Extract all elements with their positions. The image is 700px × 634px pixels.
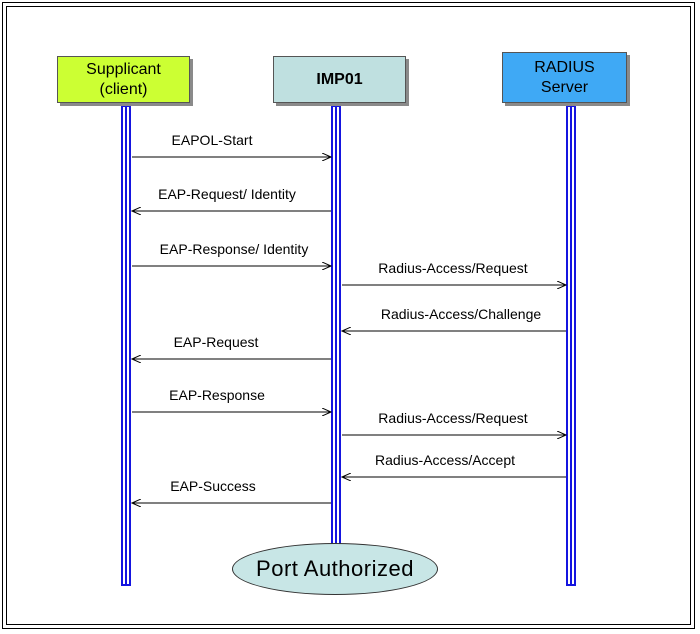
actor-supplicant: Supplicant (client)	[57, 56, 190, 103]
message-label-2: EAP-Request/ Identity	[158, 186, 296, 202]
message-label-6: EAP-Request	[173, 334, 259, 350]
message-label-3: EAP-Response/ Identity	[159, 241, 309, 257]
message-label-1: EAPOL-Start	[171, 132, 253, 148]
lifeline-radius	[566, 105, 576, 586]
actor-supplicant-label: Supplicant (client)	[86, 60, 161, 98]
inner-frame	[6, 6, 691, 625]
message-label-4: Radius-Access/Request	[378, 260, 528, 276]
actor-radius-server: RADIUS Server	[502, 52, 627, 103]
message-label-10: EAP-Success	[170, 478, 256, 494]
port-authorized-state: Port Authorized	[232, 543, 438, 595]
message-label-5: Radius-Access/Challenge	[380, 306, 542, 322]
actor-imp01-label: IMP01	[316, 70, 363, 88]
actor-radius-server-label: RADIUS Server	[534, 58, 595, 96]
message-label-7: EAP-Response	[169, 387, 265, 403]
lifeline-supplicant	[121, 105, 131, 586]
outer-frame	[2, 2, 695, 629]
message-label-8: Radius-Access/Request	[378, 410, 528, 426]
port-authorized-label: Port Authorized	[256, 556, 414, 581]
message-label-9: Radius-Access/Accept	[374, 452, 516, 468]
actor-imp01: IMP01	[273, 56, 406, 103]
